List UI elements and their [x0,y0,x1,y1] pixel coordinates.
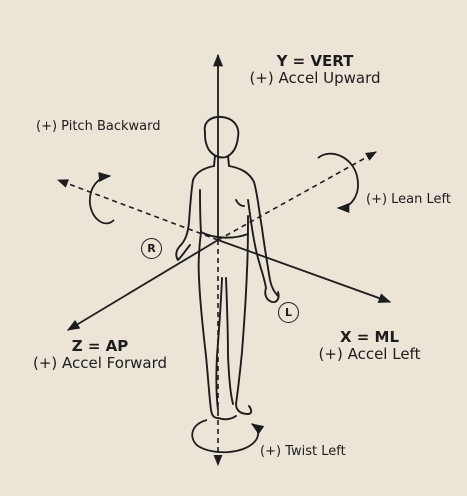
y-axis-label: Y = VERT (+) Accel Upward [245,52,385,88]
z-axis-positive [66,239,219,331]
lean-rotation-arrow [317,152,359,214]
x-axis-name: X = ML [339,328,400,346]
pitch-label: (+) Pitch Backward [36,119,161,134]
x-axis-label: X = ML (+) Accel Left [312,328,427,364]
pitch-rotation-arrow [89,172,115,225]
z-axis-desc: (+) Accel Forward [32,354,168,373]
x-axis-positive [217,239,392,303]
x-axis-desc: (+) Accel Left [318,345,421,364]
z-axis-name: Z = AP [71,337,129,355]
y-axis-name: Y = VERT [276,52,354,70]
human-figure [175,115,280,421]
left-side-marker: L [278,302,299,323]
y-axis-desc: (+) Accel Upward [249,69,381,88]
twist-label: (+) Twist Left [260,444,346,459]
x-axis-negative [56,179,219,241]
right-side-marker: R [141,238,162,259]
lean-label: (+) Lean Left [366,192,451,207]
z-axis-label: Z = AP (+) Accel Forward [30,337,170,373]
z-axis-negative [217,151,377,241]
twist-rotation-arrow [191,419,265,454]
